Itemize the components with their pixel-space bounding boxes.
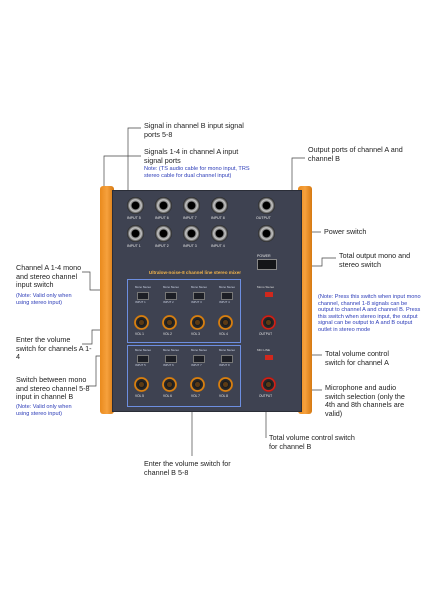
label-ch-a-ports: Signals 1-4 in channel A input signal po… — [144, 147, 239, 165]
in-a3-label: INPUT 3 — [191, 300, 202, 304]
jack-input-3[interactable] — [183, 225, 200, 242]
left-side-panel — [100, 186, 114, 414]
switch-b8[interactable] — [221, 355, 233, 363]
switch-a3-label: Mono Stereo — [191, 285, 208, 289]
jack-label-7: INPUT 7 — [183, 216, 197, 220]
knob-vol-7[interactable] — [190, 377, 205, 392]
channel-a-panel — [127, 279, 241, 343]
jack-output-a[interactable] — [258, 197, 275, 214]
jack-input-2[interactable] — [155, 225, 172, 242]
switch-a2-label: Mono Stereo — [163, 285, 180, 289]
in-b5-label: INPUT 5 — [135, 363, 146, 367]
note-total-mono-stereo: (Note: Press this switch when input mono… — [318, 294, 421, 333]
switch-a4-label: Mono Stereo — [219, 285, 236, 289]
knob-vol-1[interactable] — [134, 315, 149, 330]
switch-a3[interactable] — [193, 292, 205, 300]
switch-a1-label: Mono Stereo — [135, 285, 152, 289]
switch-a2[interactable] — [165, 292, 177, 300]
in-a1-label: INPUT 1 — [135, 300, 146, 304]
jack-label-6: INPUT 6 — [155, 216, 169, 220]
label-power-switch: Power switch — [324, 227, 367, 236]
jack-input-8[interactable] — [211, 197, 228, 214]
knob-vol-5[interactable] — [134, 377, 149, 392]
total-mono-stereo-label: Mono Stereo — [257, 285, 275, 289]
output-label: OUTPUT — [256, 216, 271, 220]
jack-input-5[interactable] — [127, 197, 144, 214]
vol-7-label: VOL 7 — [191, 394, 200, 398]
in-a2-label: INPUT 2 — [163, 300, 174, 304]
knob-output-b[interactable] — [261, 377, 276, 392]
vol-6-label: VOL 6 — [163, 394, 172, 398]
knob-vol-3[interactable] — [190, 315, 205, 330]
jack-label-2: INPUT 2 — [155, 244, 169, 248]
knob-vol-6[interactable] — [162, 377, 177, 392]
vol-1-label: VOL 1 — [135, 332, 144, 336]
label-output-ports: Output ports of channel A and channel B — [308, 145, 403, 163]
note-ch-a-ports: Note: (TS audio cable for mono input, TR… — [144, 166, 250, 179]
note-ch-a-switch: (Note: Valid only when using stereo inpu… — [16, 293, 72, 306]
switch-b6-label: Mono Stereo — [163, 348, 180, 352]
jack-input-7[interactable] — [183, 197, 200, 214]
jack-label-5: INPUT 5 — [127, 216, 141, 220]
in-b8-label: INPUT 8 — [219, 363, 230, 367]
jack-input-4[interactable] — [211, 225, 228, 242]
switch-a1[interactable] — [137, 292, 149, 300]
mixer-device: INPUT 5 INPUT 6 INPUT 7 INPUT 8 INPUT 1 … — [100, 186, 312, 414]
label-ch-a-switch: Channel A 1-4 mono and stereo channel in… — [16, 263, 82, 290]
jack-label-1: INPUT 1 — [127, 244, 141, 248]
jack-input-6[interactable] — [155, 197, 172, 214]
label-vol-b: Enter the volume switch for channel B 5-… — [144, 459, 231, 477]
mic-line-switch[interactable] — [265, 355, 273, 360]
switch-b7-label: Mono Stereo — [191, 348, 208, 352]
knob-vol-4[interactable] — [218, 315, 233, 330]
mic-line-label: MIC LINE — [257, 348, 271, 352]
jack-output-b[interactable] — [258, 225, 275, 242]
jack-label-4: INPUT 4 — [211, 244, 225, 248]
knob-vol-8[interactable] — [218, 377, 233, 392]
switch-b5-label: Mono Stereo — [135, 348, 152, 352]
mixer-faceplate: INPUT 5 INPUT 6 INPUT 7 INPUT 8 INPUT 1 … — [112, 190, 302, 412]
vol-4-label: VOL 4 — [219, 332, 228, 336]
note-ch-b-switch: (Note: Valid only when using stereo inpu… — [16, 404, 72, 417]
vol-8-label: VOL 8 — [219, 394, 228, 398]
mixer-banner: Ultralow-noise-8 channel line stereo mix… — [148, 270, 242, 275]
label-vol-a: Enter the volume switch for channels A 1… — [16, 335, 92, 362]
channel-b-panel — [127, 345, 241, 407]
total-mono-stereo-switch[interactable] — [265, 292, 273, 297]
label-ch-b-ports: Signal in channel B input signal ports 5… — [144, 121, 244, 139]
switch-b6[interactable] — [165, 355, 177, 363]
vol-3-label: VOL 3 — [191, 332, 200, 336]
power-label: POWER — [257, 254, 271, 258]
switch-a4[interactable] — [221, 292, 233, 300]
label-total-vol-b: Total volume control switch for channel … — [269, 433, 355, 451]
label-total-mono-stereo: Total output mono and stereo switch — [339, 251, 411, 269]
label-ch-b-switch: Switch between mono and stereo channel 5… — [16, 375, 90, 402]
label-mic-audio: Microphone and audio switch selection (o… — [325, 383, 405, 418]
output-a-label: OUTPUT — [259, 332, 273, 336]
jack-label-8: INPUT 8 — [211, 216, 225, 220]
in-b6-label: INPUT 6 — [163, 363, 174, 367]
vol-5-label: VOL 5 — [135, 394, 144, 398]
switch-b7[interactable] — [193, 355, 205, 363]
switch-b8-label: Mono Stereo — [219, 348, 236, 352]
knob-vol-2[interactable] — [162, 315, 177, 330]
knob-output-a[interactable] — [261, 315, 276, 330]
vol-2-label: VOL 2 — [163, 332, 172, 336]
in-b7-label: INPUT 7 — [191, 363, 202, 367]
switch-b5[interactable] — [137, 355, 149, 363]
jack-label-3: INPUT 3 — [183, 244, 197, 248]
in-a4-label: INPUT 4 — [219, 300, 230, 304]
label-total-vol-a: Total volume control switch for channel … — [325, 349, 389, 367]
power-switch[interactable] — [257, 259, 277, 270]
output-b-label: OUTPUT — [259, 394, 273, 398]
jack-input-1[interactable] — [127, 225, 144, 242]
